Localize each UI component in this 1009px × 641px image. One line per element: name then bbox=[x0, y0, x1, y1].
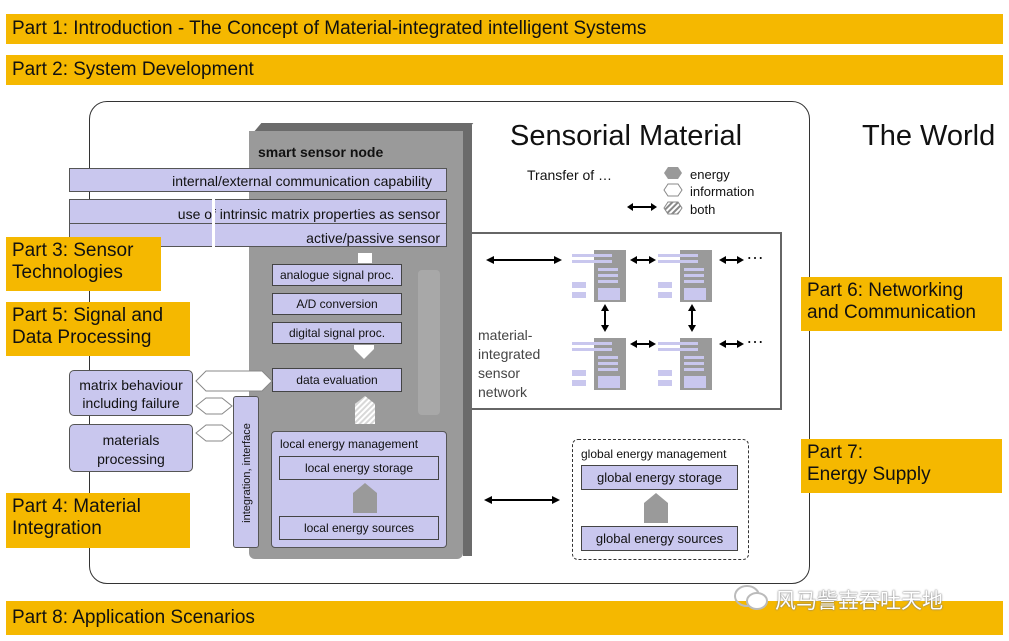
smart-sensor-node-label: smart sensor node bbox=[258, 144, 384, 160]
legend-arrow-icon bbox=[627, 203, 657, 211]
global-energy-sources: global energy sources bbox=[581, 526, 738, 551]
part-4-line2: Integration bbox=[12, 517, 102, 539]
network-arrows bbox=[486, 256, 744, 348]
mini-node bbox=[658, 338, 712, 390]
local-energy-title: local energy management bbox=[280, 437, 419, 451]
integration-interface-bar: integration, interface bbox=[233, 396, 259, 548]
mini-node bbox=[658, 250, 712, 302]
ad-conversion-label: A/D conversion bbox=[296, 297, 378, 311]
the-world-heading: The World bbox=[862, 120, 996, 152]
digital-signal-box: digital signal proc. bbox=[272, 322, 402, 344]
network-line3: sensor bbox=[478, 365, 521, 381]
matrix-behaviour-line1: matrix behaviour bbox=[79, 377, 183, 393]
global-energy-sources-label: global energy sources bbox=[595, 531, 724, 546]
part-5-line2: Data Processing bbox=[12, 326, 152, 348]
global-energy-up-arrow bbox=[644, 493, 668, 523]
network-line2: integrated bbox=[478, 346, 541, 362]
sensorial-material-heading: Sensorial Material bbox=[510, 120, 743, 152]
network-line1: material- bbox=[478, 327, 533, 343]
local-energy-up-arrow bbox=[353, 483, 377, 513]
part-1-bar: Part 1: Introduction - The Concept of Ma… bbox=[6, 14, 1003, 44]
part-8-label: Part 8: Application Scenarios bbox=[12, 607, 255, 629]
part-7-line2: Energy Supply bbox=[807, 463, 931, 485]
part-6-line1: Part 6: Networking bbox=[807, 280, 964, 301]
information-icon bbox=[663, 183, 683, 197]
global-energy-storage: global energy storage bbox=[581, 465, 738, 490]
watermark-text: 风马訾壵吞吐天地 bbox=[775, 590, 943, 613]
mini-node bbox=[572, 250, 626, 302]
part-2-bar: Part 2: System Development bbox=[6, 55, 1003, 85]
part-3-line2: Technologies bbox=[12, 261, 123, 283]
legend-information-label: information bbox=[690, 184, 755, 199]
part-4-line1: Part 4: Material bbox=[12, 496, 141, 517]
analogue-signal-box: analogue signal proc. bbox=[272, 264, 402, 286]
local-energy-sources-label: local energy sources bbox=[303, 521, 415, 535]
data-evaluation-label: data evaluation bbox=[296, 373, 378, 387]
matrix-behaviour-box: matrix behaviour including failure bbox=[69, 370, 193, 416]
part-8-bar: Part 8: Application Scenarios bbox=[6, 601, 1003, 635]
network-ellipsis-bottom: … bbox=[746, 327, 764, 347]
comm-capability-bar: internal/external communication capabili… bbox=[69, 168, 447, 192]
flow-down-arrow bbox=[354, 345, 374, 359]
legend-energy-label: energy bbox=[690, 167, 730, 182]
both-transfer-arrow bbox=[355, 396, 375, 424]
ad-conversion-box: A/D conversion bbox=[272, 293, 402, 315]
network-label: material- integrated sensor network bbox=[478, 326, 540, 402]
energy-icon bbox=[664, 167, 682, 179]
part-3-line1: Part 3: Sensor bbox=[12, 240, 134, 261]
connector-line bbox=[212, 192, 215, 372]
part-6-line2: and Communication bbox=[807, 301, 976, 323]
both-icon bbox=[663, 201, 683, 215]
mini-node bbox=[572, 338, 626, 390]
part-1-label: Part 1: Introduction - The Concept of Ma… bbox=[12, 18, 647, 40]
information-arrows bbox=[195, 370, 273, 442]
node-inner-rail bbox=[418, 270, 440, 415]
node-shadow-side bbox=[463, 125, 472, 556]
legend-icons bbox=[663, 167, 683, 215]
part-2-label: Part 2: System Development bbox=[12, 59, 254, 81]
data-evaluation-box: data evaluation bbox=[272, 368, 402, 392]
local-energy-storage-label: local energy storage bbox=[304, 461, 414, 475]
sensor-network-box bbox=[472, 232, 782, 410]
materials-processing-line1: materials bbox=[102, 432, 160, 448]
digital-signal-label: digital signal proc. bbox=[288, 326, 386, 340]
analogue-signal-label: analogue signal proc. bbox=[279, 268, 395, 282]
bar-divider bbox=[70, 223, 446, 224]
part-7-line1: Part 7: bbox=[807, 442, 863, 463]
local-energy-storage: local energy storage bbox=[279, 456, 439, 480]
global-energy-title: global energy management bbox=[581, 447, 727, 461]
materials-processing-line2: processing bbox=[97, 451, 165, 467]
part-7-bar: Part 7:Energy Supply bbox=[801, 439, 1002, 493]
comm-capability-label: internal/external communication capabili… bbox=[172, 173, 432, 189]
wechat-icon bbox=[734, 585, 768, 610]
energy-exchange-arrow bbox=[484, 496, 560, 504]
legend-both-label: both bbox=[690, 202, 716, 217]
intrinsic-sensor-label: use of intrinsic matrix properties as se… bbox=[177, 206, 440, 222]
network-ellipsis-top: … bbox=[746, 243, 764, 263]
flow-connector bbox=[358, 253, 372, 263]
materials-processing-box: materials processing bbox=[69, 424, 193, 472]
matrix-behaviour-line2: including failure bbox=[82, 395, 180, 411]
network-line4: network bbox=[478, 384, 528, 400]
legend-transfer-label: Transfer of … bbox=[527, 167, 613, 183]
global-energy-storage-label: global energy storage bbox=[596, 470, 723, 485]
active-passive-label: active/passive sensor bbox=[306, 230, 440, 246]
local-energy-sources: local energy sources bbox=[279, 516, 439, 540]
part-5-line1: Part 5: Signal and bbox=[12, 305, 164, 326]
node-shadow bbox=[254, 123, 474, 131]
